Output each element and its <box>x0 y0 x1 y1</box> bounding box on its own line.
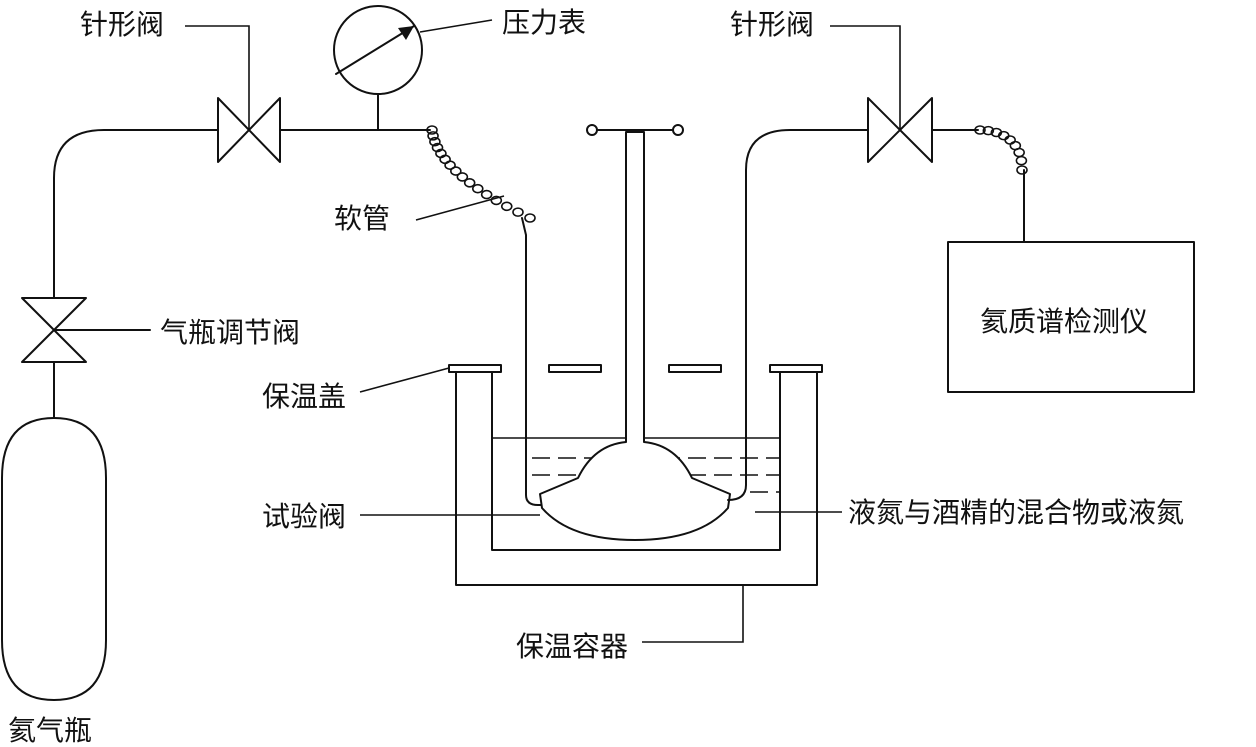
hose-leader-line <box>415 195 505 221</box>
hose-coil-loop <box>427 131 439 141</box>
hose-coil-right <box>974 125 1028 175</box>
label-test-valve: 试验阀 <box>262 500 346 533</box>
hose-coil-left <box>426 125 536 223</box>
hose-coil-loop <box>490 195 503 206</box>
hose-coil-loop <box>429 136 441 147</box>
inlet-pipe <box>521 217 543 506</box>
left-top-pipe <box>53 129 219 179</box>
hose-coil-loop <box>431 142 444 153</box>
hose-coil-loop <box>524 213 536 223</box>
insulating-lid <box>359 364 823 393</box>
label-mass-spec: 氦质谱检测仪 <box>980 305 1148 338</box>
hose-coil-loop <box>1016 165 1028 175</box>
hose-coil-loop <box>450 166 462 176</box>
needle-valve-right <box>830 25 933 163</box>
hose-coil-loop <box>444 160 456 170</box>
helium-cylinder <box>1 417 107 701</box>
label-mixture: 液氮与酒精的混合物或液氮 <box>848 496 1184 529</box>
outlet-pipe <box>727 129 869 501</box>
label-insulating-lid: 保温盖 <box>262 380 346 413</box>
hose-coil-loop <box>426 125 438 135</box>
needle-valve-left <box>185 25 281 163</box>
helium-mass-spectrometer <box>947 241 1195 393</box>
hose-coil-loop <box>1015 155 1028 166</box>
hose-coil-loop <box>512 207 524 217</box>
hose-coil-loop <box>463 178 476 188</box>
label-insulated-container: 保温容器 <box>516 630 628 663</box>
hose-coil-loop <box>974 125 986 135</box>
label-pressure-gauge: 压力表 <box>502 6 586 39</box>
label-helium-cylinder: 氦气瓶 <box>8 714 92 747</box>
label-needle-valve-left: 针形阀 <box>80 8 164 41</box>
hose-coil-loop <box>1004 135 1016 145</box>
label-needle-valve-right: 针形阀 <box>730 8 814 41</box>
hose-coil-loop <box>471 183 484 194</box>
test-valve <box>360 124 731 541</box>
hose-coil-loop <box>982 125 995 136</box>
label-cylinder-regulator: 气瓶调节阀 <box>160 316 300 349</box>
cylinder-regulator-valve <box>21 297 151 363</box>
hose-coil-loop <box>1013 147 1025 158</box>
hose-coil-loop <box>480 189 493 200</box>
label-hose: 软管 <box>334 202 390 235</box>
hose-coil-loop <box>500 201 513 212</box>
hose-coil-loop <box>456 172 469 182</box>
pressure-gauge <box>333 5 493 131</box>
